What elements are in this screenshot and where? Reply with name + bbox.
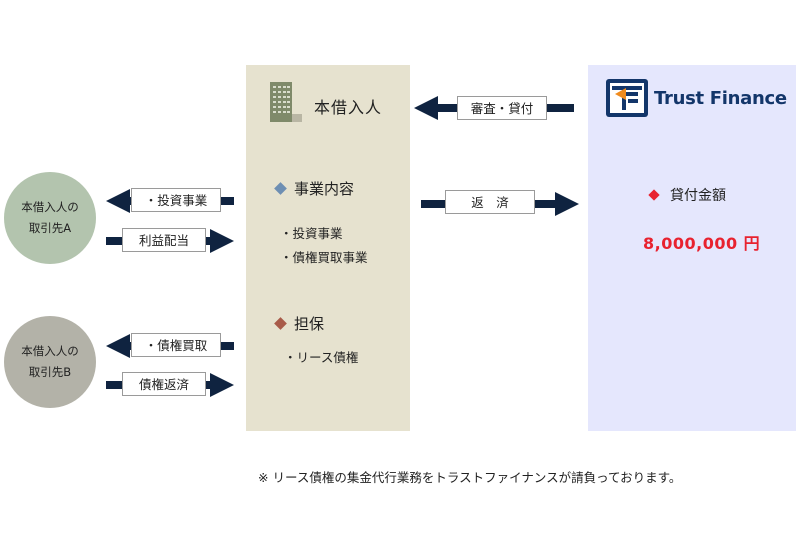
diamond-icon: [274, 182, 287, 195]
counterparty-a-line2: 取引先A: [28, 221, 72, 235]
counterparty-a-line1: 本借入人の: [21, 200, 79, 214]
receivables-repayment-label: 債権返済: [122, 372, 206, 396]
footnote: ※ リース債権の集金代行業務をトラストファイナンスが請負っております。: [258, 470, 682, 485]
loan-amount-label: 貸付金額: [648, 185, 726, 205]
counterparty-b-line2: 取引先B: [28, 365, 72, 379]
profit-distribution-label: 利益配当: [122, 228, 206, 252]
building-icon: [270, 82, 302, 122]
loan-amount-value: 8,000,000 円: [643, 234, 761, 253]
investment-business-label: ・投資事業: [131, 188, 221, 212]
counterparty-b: 本借入人の 取引先B: [4, 316, 96, 408]
trust-finance-logo-text: Trust Finance: [654, 87, 787, 109]
counterparty-b-line1: 本借入人の: [21, 344, 79, 358]
borrower-panel: [246, 65, 410, 431]
lender-panel: [588, 65, 796, 431]
business-heading: 事業内容: [274, 178, 355, 199]
collateral-heading: 担保: [274, 313, 325, 334]
business-item: ・債権買取事業: [280, 250, 368, 265]
counterparty-a: 本借入人の 取引先A: [4, 172, 96, 264]
business-item: ・投資事業: [280, 226, 343, 241]
diamond-icon: [274, 317, 287, 330]
repayment-label: 返 済: [445, 190, 535, 214]
collateral-heading-label: 担保: [294, 315, 325, 333]
collateral-item: ・リース債権: [284, 350, 359, 365]
diamond-icon: [648, 189, 660, 201]
review-loan-label: 審査・貸付: [457, 96, 547, 120]
business-heading-label: 事業内容: [294, 180, 355, 198]
loan-amount-label-text: 貸付金額: [670, 188, 726, 204]
trust-finance-logo: Trust Finance: [606, 79, 787, 117]
borrower-title: 本借入人: [314, 98, 383, 117]
receivables-purchase-label: ・債権買取: [131, 333, 221, 357]
trust-finance-logo-mark: [606, 79, 648, 117]
